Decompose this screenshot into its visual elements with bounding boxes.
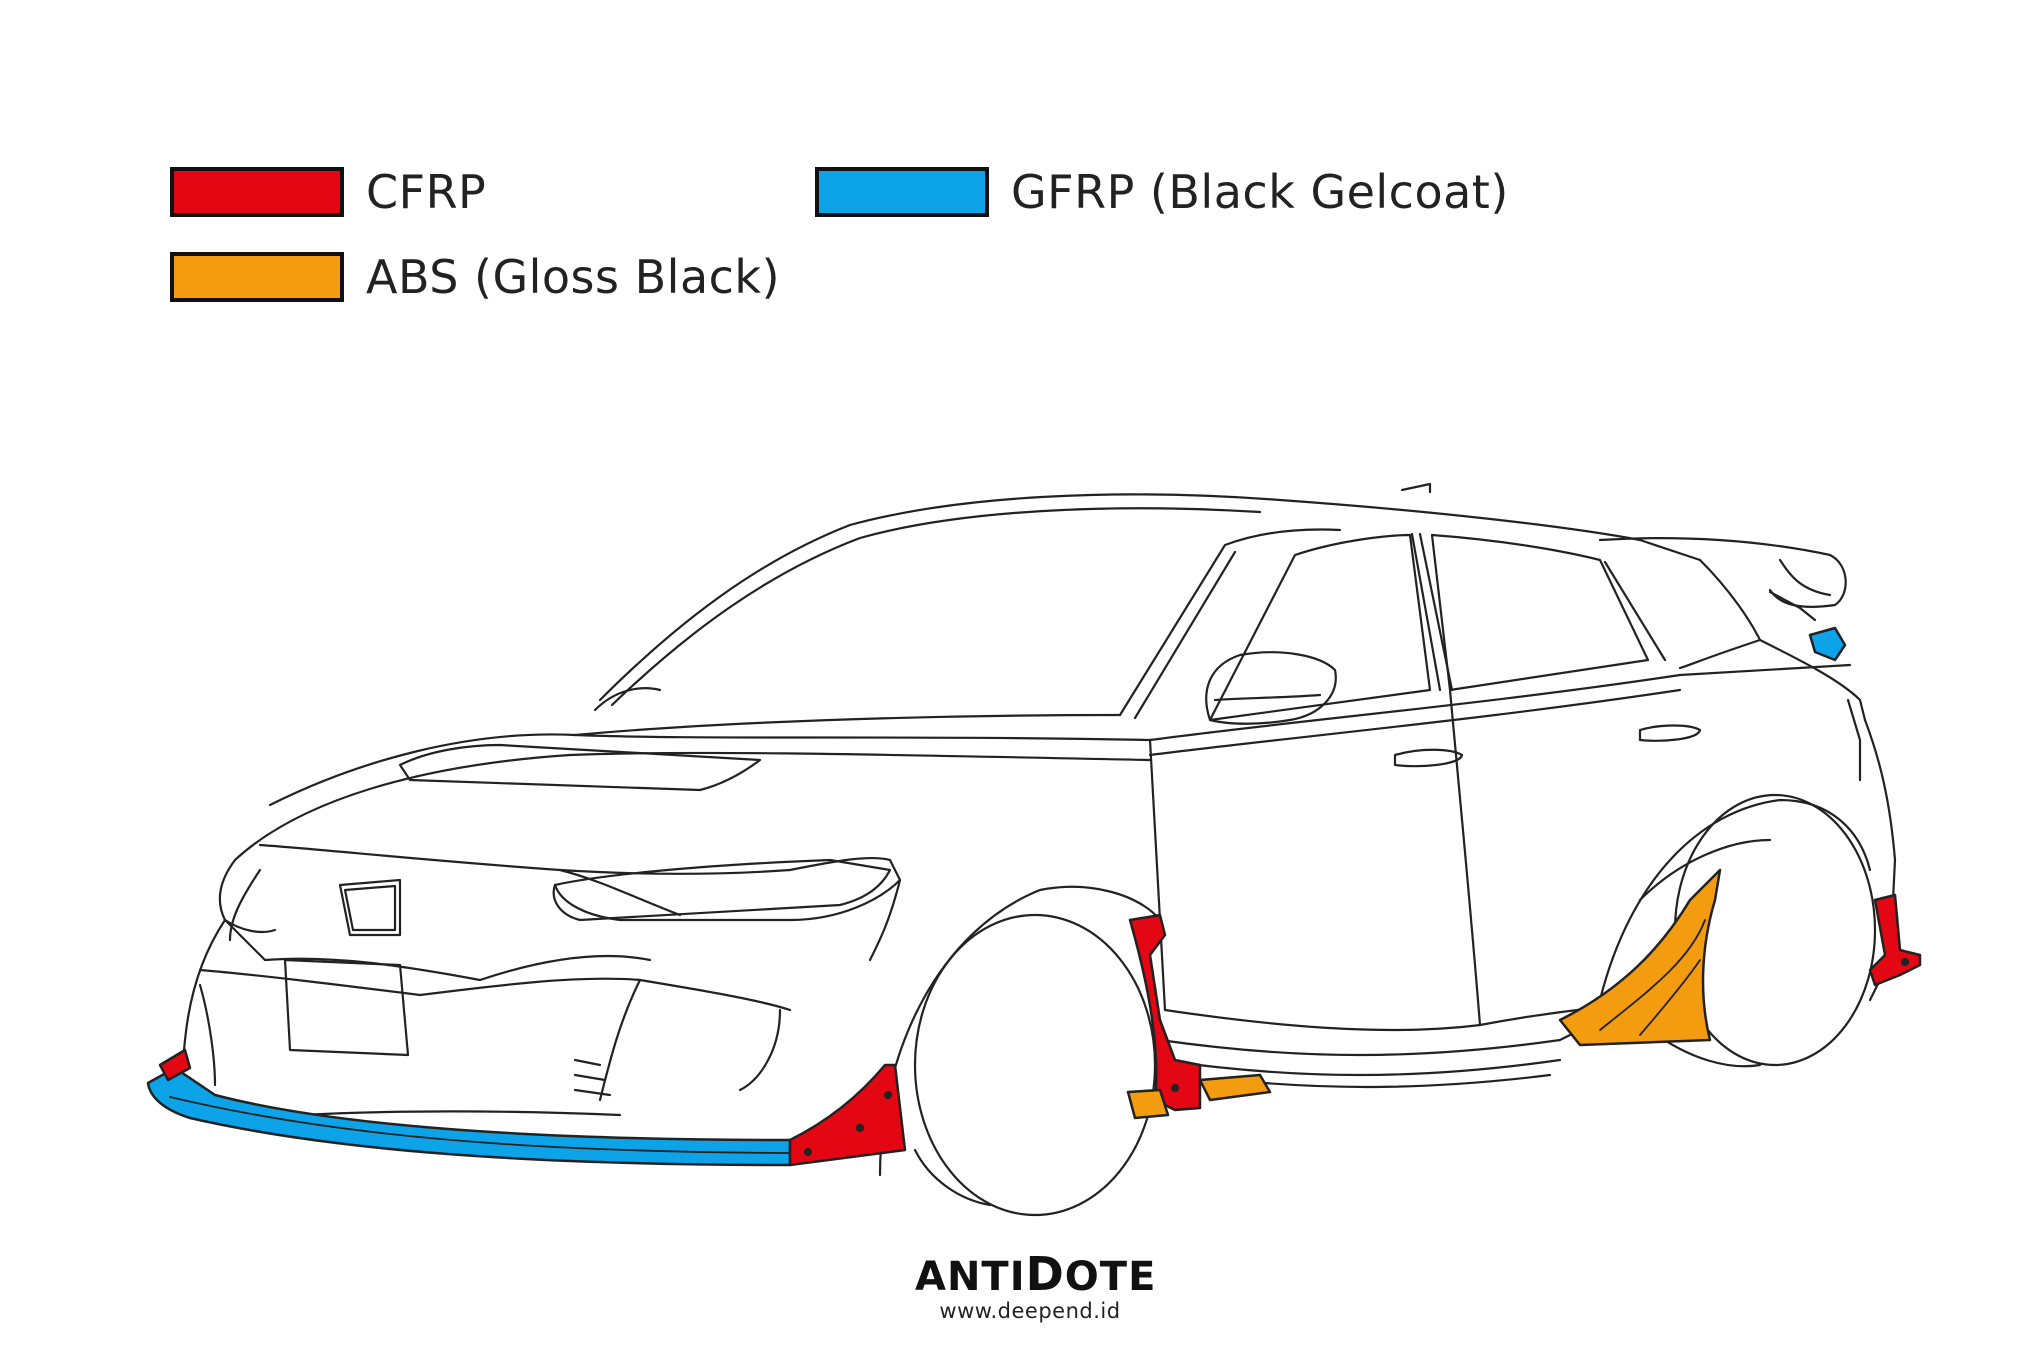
cfrp-front-canard-right [788,1063,907,1167]
legend-label-cfrp: CFRP [366,165,487,219]
legend-label-abs: ABS (Gloss Black) [366,250,781,304]
cfrp-front-canard-left [158,1048,192,1082]
brand-block: ANTIDOTE www.deepend.id [915,1251,1155,1323]
gfrp-rear-spoiler-side [1808,626,1847,662]
legend-swatch-cfrp [170,167,344,217]
legend-item-gfrp: GFRP (Black Gelcoat) [815,165,1509,219]
abs-side-skirt-front [1126,1073,1272,1120]
gfrp-front-lip [146,1066,792,1167]
legend-swatch-abs [170,252,344,302]
brand-logo-suffix: OTE [1064,1254,1157,1300]
legend-swatch-gfrp [815,167,989,217]
brand-logo-mid: D [1025,1247,1065,1301]
car-outline [178,482,1897,1217]
cfrp-front-wheel-spat [1128,913,1202,1112]
legend-item-cfrp: CFRP [170,165,486,219]
legend-label-gfrp: GFRP (Black Gelcoat) [1011,165,1509,219]
brand-url: www.deepend.id [939,1299,1121,1323]
brand-logo: ANTIDOTE [915,1251,1155,1300]
abs-rear-side-splitter [1558,868,1722,1047]
brand-logo-prefix: ANTI [915,1254,1026,1300]
cfrp-rear-canard [1868,893,1922,987]
legend-item-abs: ABS (Gloss Black) [170,250,780,304]
